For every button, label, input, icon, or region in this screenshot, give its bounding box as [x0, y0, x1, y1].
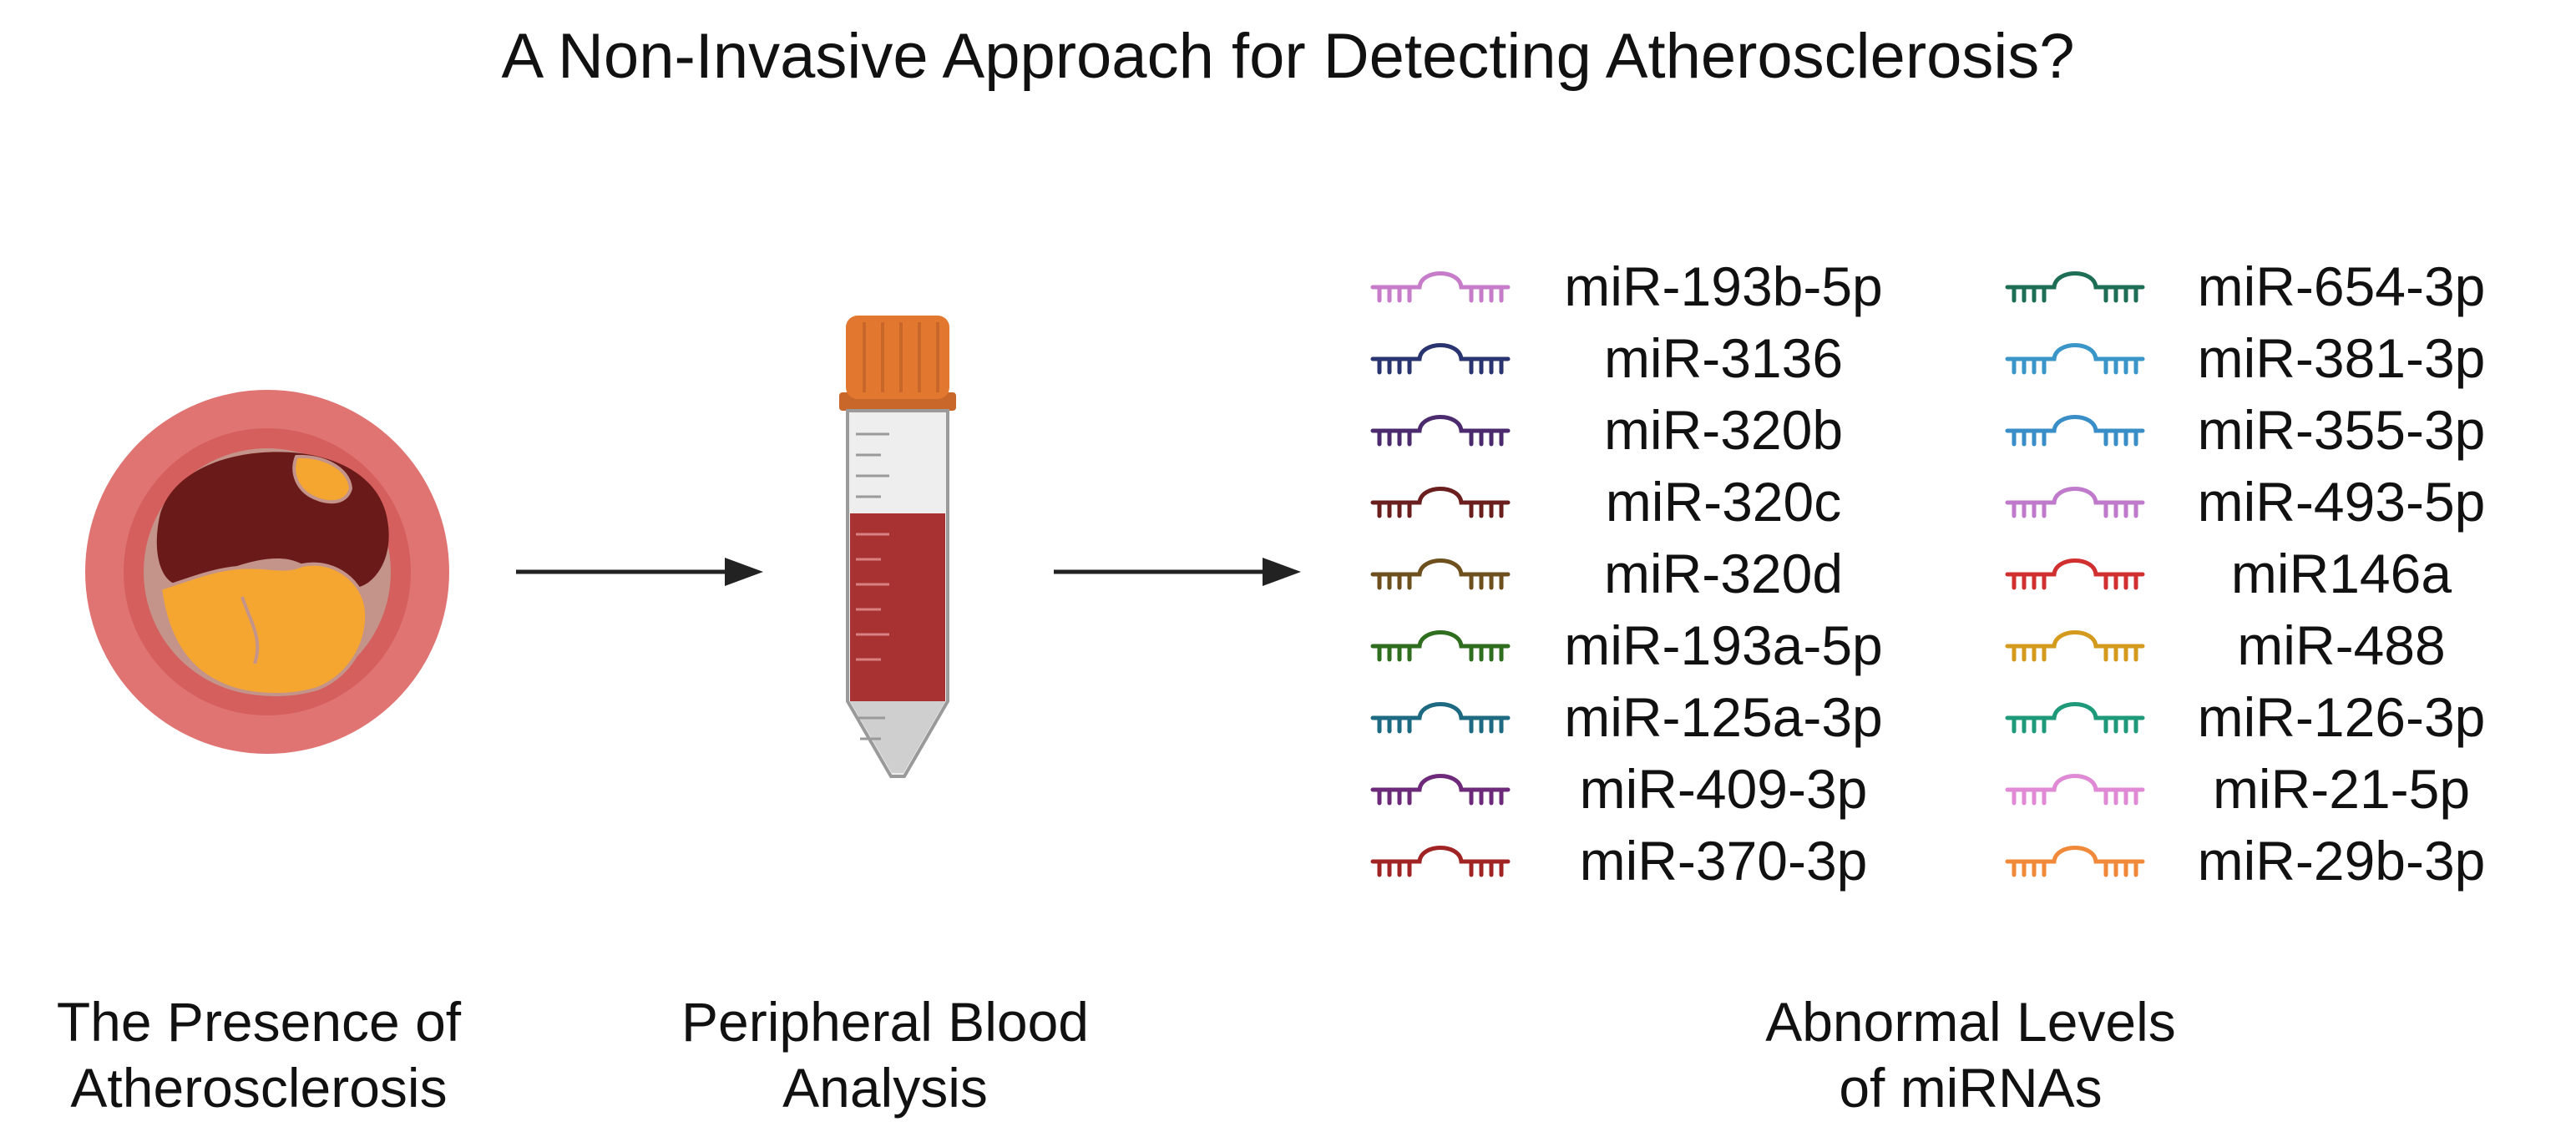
tube-cap: [846, 316, 949, 399]
mirna-strand-icon: [2005, 846, 2145, 877]
arrow-right-icon: [516, 558, 763, 586]
mirna-label: miR-21-5p: [2212, 758, 2471, 820]
mirna-label: miR-320c: [1605, 471, 1842, 533]
tube-tip: [850, 701, 945, 773]
caption-mirna-levels: Abnormal Levels of miRNAs: [1653, 989, 2288, 1121]
mirna-item: miR-29b-3p: [2004, 830, 2525, 892]
mirna-strand-icon: [1370, 415, 1511, 447]
mirna-item: miR-3136: [1369, 327, 1924, 389]
mirna-strand-icon: [1370, 702, 1511, 734]
mirna-strand-icon: [1370, 630, 1511, 662]
arrow-right-icon: [1054, 558, 1301, 586]
mirna-strand-icon: [2005, 415, 2145, 447]
caption-line: The Presence of: [56, 991, 462, 1053]
mirna-label: miR-320b: [1603, 399, 1844, 461]
mirna-item: miR-654-3p: [2004, 255, 2525, 317]
diagram-title: A Non-Invasive Approach for Detecting At…: [501, 21, 2075, 92]
mirna-strand-icon: [2005, 487, 2145, 518]
artery-cross-section-icon: [85, 390, 449, 754]
mirna-item: miR-409-3p: [1369, 758, 1924, 820]
blood-tube-icon: [839, 316, 956, 778]
mirna-label: miR-654-3p: [2197, 255, 2486, 317]
caption-blood-analysis: Peripheral Blood Analysis: [618, 989, 1152, 1121]
plaque-fissure: [240, 596, 260, 664]
mirna-strand-icon: [2005, 774, 2145, 806]
mirna-strand-icon: [2005, 558, 2145, 590]
mirna-strand-icon: [1370, 487, 1511, 518]
caption-line: Atherosclerosis: [70, 1057, 448, 1119]
mirna-label: miR-320d: [1603, 543, 1844, 604]
caption-line: of miRNAs: [1839, 1057, 2103, 1119]
mirna-item: miR-493-5p: [2004, 471, 2525, 533]
mirna-label: miR-126-3p: [2197, 686, 2486, 748]
mirna-label: miR-409-3p: [1579, 758, 1868, 820]
tube-blood: [850, 513, 945, 701]
mirna-item: miR-370-3p: [1369, 830, 1924, 892]
caption-line: Abnormal Levels: [1765, 991, 2176, 1053]
mirna-item: miR-320b: [1369, 399, 1924, 461]
mirna-label: miR-381-3p: [2197, 327, 2486, 389]
mirna-label: miR-370-3p: [1579, 830, 1868, 892]
mirna-item: miR-381-3p: [2004, 327, 2525, 389]
mirna-strand-icon: [1370, 774, 1511, 806]
mirna-item: miR-355-3p: [2004, 399, 2525, 461]
caption-line: Peripheral Blood: [681, 991, 1089, 1053]
mirna-strand-icon: [1370, 558, 1511, 590]
mirna-label: miR-29b-3p: [2197, 830, 2486, 892]
mirna-strand-icon: [2005, 702, 2145, 734]
mirna-strand-icon: [2005, 343, 2145, 375]
mirna-label: miR-488: [2237, 614, 2446, 676]
mirna-item: miR146a: [2004, 543, 2525, 604]
mirna-strand-icon: [2005, 630, 2145, 662]
mirna-label: miR-493-5p: [2197, 471, 2486, 533]
mirna-strand-icon: [2005, 271, 2145, 303]
plaque-top: [292, 454, 353, 504]
mirna-item: miR-320d: [1369, 543, 1924, 604]
mirna-label: miR-355-3p: [2197, 399, 2486, 461]
mirna-item: miR-320c: [1369, 471, 1924, 533]
mirna-strand-icon: [1370, 846, 1511, 877]
mirna-label: miR-3136: [1603, 327, 1844, 389]
mirna-strand-icon: [1370, 271, 1511, 303]
mirna-item: miR-193a-5p: [1369, 614, 1924, 676]
mirna-item: miR-193b-5p: [1369, 255, 1924, 317]
mirna-label: miR-125a-3p: [1564, 686, 1883, 748]
mirna-label: miR146a: [2230, 543, 2452, 604]
caption-atherosclerosis: The Presence of Atherosclerosis: [0, 989, 518, 1121]
mirna-item: miR-126-3p: [2004, 686, 2525, 748]
caption-line: Analysis: [782, 1057, 988, 1119]
mirna-strand-icon: [1370, 343, 1511, 375]
mirna-label: miR-193b-5p: [1564, 255, 1883, 317]
mirna-item: miR-21-5p: [2004, 758, 2525, 820]
mirna-item: miR-488: [2004, 614, 2525, 676]
mirna-label: miR-193a-5p: [1564, 614, 1883, 676]
plaque-bottom: [158, 562, 369, 696]
mirna-item: miR-125a-3p: [1369, 686, 1924, 748]
